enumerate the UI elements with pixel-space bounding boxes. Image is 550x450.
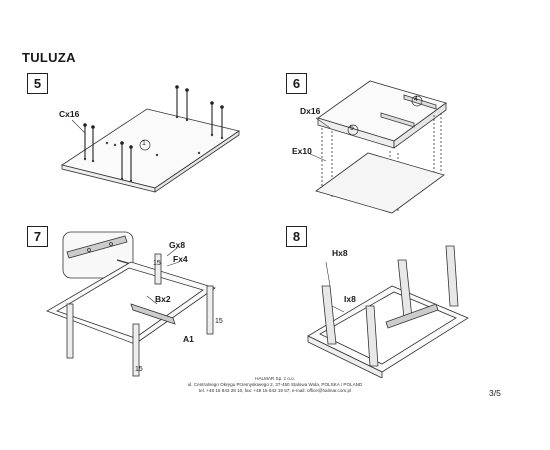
part-label: Dx16 [300,106,321,116]
callout-number: 15 [135,366,143,373]
footer: HALMAR Sp. z o.o. ul. Centralnego Okręgu… [0,376,550,395]
part-label: Hx8 [332,248,348,258]
callout-number: 5 [350,125,354,132]
part-label: Gx8 [169,240,186,250]
step-5-panel: 5 Cx16 1 [27,73,287,225]
callout-number: 15 [153,260,161,267]
step-7-drawing [46,231,216,377]
step-number-badge: 5 [27,73,48,94]
footer-contact: tel. +48 15 843 28 10, fax: +48 15 842 1… [198,388,352,394]
part-label: Fx4 [173,254,188,264]
callout-number: 4 [414,96,418,103]
step-number-badge: 6 [286,73,307,94]
callout-number: 15 [215,318,223,325]
step-number-badge: 7 [27,226,48,247]
part-label: Ex10 [292,146,312,156]
step-number-badge: 8 [286,226,307,247]
part-label: Cx16 [59,109,80,119]
step-6-drawing [307,80,447,214]
part-label: Ix8 [344,294,356,304]
part-label: A1 [183,334,194,344]
document-title: TULUZA [22,50,76,65]
step-5-drawing [61,85,240,193]
footer-company: HALMAR Sp. z o.o. [255,376,295,381]
step-7-panel: 7 Gx8 Fx4 Bx2 A1 15 15 15 [27,226,287,378]
footer-address: ul. Centralnego Okręgu Przemysłowego 2, … [187,382,363,388]
part-label: Bx2 [155,294,171,304]
step-6-panel: 6 Dx16 Ex10 4 5 [286,73,546,225]
step-8-drawing [307,245,469,378]
page-number: 3/5 [489,388,501,398]
callout-number: 1 [142,140,146,147]
step-8-panel: 8 Hx8 Ix8 [286,226,546,378]
